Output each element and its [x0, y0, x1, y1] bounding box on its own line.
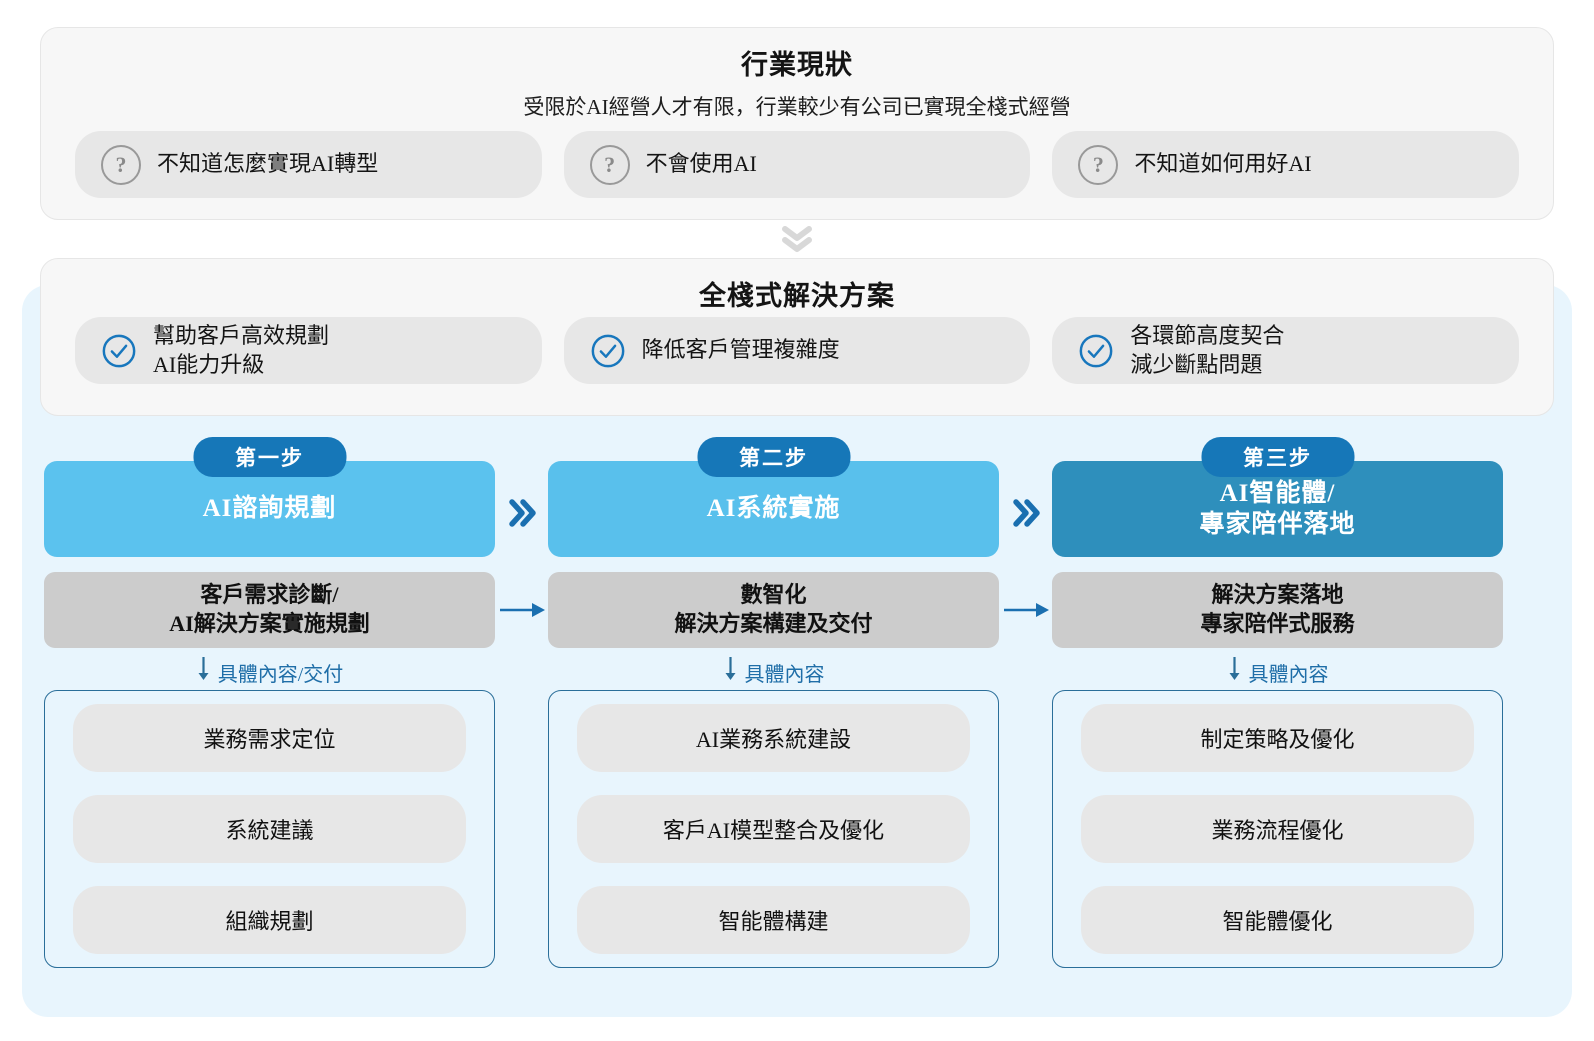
solution-title: 全棧式解決方案: [699, 281, 895, 311]
arrow-right-icon: [1001, 595, 1053, 625]
step-subtitle-line: 客戶需求診斷/: [200, 582, 339, 608]
step-header-line: AI智能體/: [1219, 479, 1336, 507]
double-chevron-right-icon: [1001, 493, 1053, 533]
detail-label-text: 具體內容: [1248, 663, 1329, 686]
benefit-line: 各環節高度契合: [1130, 323, 1285, 349]
question-mark-icon: ?: [101, 144, 141, 185]
step-subtitle-line: 解決方案構建及交付: [674, 611, 873, 636]
double-chevron-right-icon: [497, 493, 549, 533]
solution-benefit-item[interactable]: 降低客戶管理複雜度: [563, 317, 1031, 384]
detail-box-2: AI業務系統建設 客戶AI模型整合及優化 智能體構建: [548, 690, 999, 968]
benefit-line: AI能力升級: [153, 351, 265, 377]
detail-item[interactable]: 系統建議: [73, 795, 466, 863]
step-subtitle-line: 專家陪伴式服務: [1200, 611, 1355, 636]
step-subtitle-line: 數智化: [740, 582, 807, 608]
double-chevron-down-icon: [0, 224, 1594, 256]
industry-title: 行業現狀: [741, 50, 853, 80]
detail-item[interactable]: 制定策略及優化: [1081, 704, 1474, 772]
industry-pain-point-item[interactable]: ? 不知道如何用好AI: [1052, 131, 1520, 198]
solution-benefit-label: 降低客戶管理複雜度: [642, 336, 840, 364]
benefit-line: 幫助客戶高效規劃: [153, 323, 330, 349]
detail-item[interactable]: 業務需求定位: [73, 704, 466, 772]
solution-benefit-item[interactable]: 幫助客戶高效規劃 AI能力升級: [75, 317, 542, 384]
detail-box-1: 業務需求定位 系統建議 組織規劃: [44, 690, 495, 968]
benefit-line: 減少斷點問題: [1130, 351, 1263, 377]
check-circle-icon: [101, 333, 137, 369]
industry-subtitle: 受限於AI經營人才有限，行業較少有公司已實現全棧式經營: [523, 95, 1071, 119]
step-subtitle-line: 解決方案落地: [1211, 582, 1344, 608]
arrow-down-icon: [1227, 656, 1242, 688]
process-steps-container: 第一步 AI諮詢規劃 客戶需求診斷/ AI解決方案實施規劃 具體內容/交付 業務…: [44, 437, 1550, 987]
check-circle-icon: [1078, 333, 1114, 369]
industry-pain-point-label: 不知道如何用好AI: [1134, 150, 1311, 178]
process-step-column-3: 第三步 AI智能體/ 專家陪伴落地 解決方案落地 專家陪伴式服務 具體內容 制定…: [1052, 437, 1503, 987]
check-circle-icon: [590, 333, 626, 369]
step-badge-2: 第二步: [697, 437, 850, 477]
process-step-column-2: 第二步 AI系統實施 數智化 解決方案構建及交付 具體內容 AI業務系統建設 客…: [548, 437, 999, 987]
detail-label-text: 具體內容/交付: [217, 663, 344, 686]
solution-benefit-item[interactable]: 各環節高度契合 減少斷點問題: [1052, 317, 1520, 384]
detail-label-3: 具體內容: [1052, 656, 1503, 688]
step-subtitle-2: 數智化 解決方案構建及交付: [548, 572, 999, 648]
step-header-line: AI諮詢規劃: [202, 495, 337, 523]
benefit-line: 降低客戶管理複雜度: [641, 337, 840, 363]
detail-item[interactable]: 智能體優化: [1081, 886, 1474, 954]
detail-item[interactable]: 組織規劃: [73, 886, 466, 954]
detail-item[interactable]: 智能體構建: [577, 886, 970, 954]
process-step-column-1: 第一步 AI諮詢規劃 客戶需求診斷/ AI解決方案實施規劃 具體內容/交付 業務…: [44, 437, 495, 987]
step-badge-3: 第三步: [1201, 437, 1354, 477]
step-subtitle-1: 客戶需求診斷/ AI解決方案實施規劃: [44, 572, 495, 648]
detail-item[interactable]: 客戶AI模型整合及優化: [577, 795, 970, 863]
detail-box-3: 制定策略及優化 業務流程優化 智能體優化: [1052, 690, 1503, 968]
industry-pain-point-item[interactable]: ? 不會使用AI: [563, 131, 1031, 198]
question-mark-icon: ?: [589, 144, 630, 185]
question-mark-icon: ?: [1078, 144, 1119, 185]
industry-pain-point-label: 不會使用AI: [646, 150, 757, 178]
step-badge-1: 第一步: [193, 437, 346, 477]
step-header-line: AI系統實施: [706, 495, 841, 523]
step-header-1[interactable]: AI諮詢規劃: [44, 461, 495, 557]
detail-label-2: 具體內容: [548, 656, 999, 688]
detail-item[interactable]: AI業務系統建設: [577, 704, 970, 772]
pain-point-line: 不知道如何用好AI: [1134, 151, 1312, 177]
full-stack-solution-card: 全棧式解決方案 幫助客戶高效規劃 AI能力升級 降低: [40, 258, 1554, 416]
step-subtitle-line: AI解決方案實施規劃: [169, 611, 370, 636]
arrow-right-icon: [497, 595, 549, 625]
pain-point-line: 不知道怎麼實現AI轉型: [157, 151, 379, 177]
detail-label-text: 具體內容: [744, 663, 825, 686]
arrow-down-icon: [196, 656, 211, 688]
step-subtitle-3: 解決方案落地 專家陪伴式服務: [1052, 572, 1503, 648]
detail-label-1: 具體內容/交付: [44, 656, 495, 688]
solution-benefit-list: 幫助客戶高效規劃 AI能力升級 降低客戶管理複雜度: [75, 317, 1520, 384]
pain-point-line: 不會使用AI: [645, 151, 757, 177]
step-header-3[interactable]: AI智能體/ 專家陪伴落地: [1052, 461, 1503, 557]
industry-pain-point-item[interactable]: ? 不知道怎麼實現AI轉型: [75, 131, 542, 198]
solution-benefit-label: 幫助客戶高效規劃 AI能力升級: [153, 322, 329, 378]
arrow-down-icon: [723, 656, 738, 688]
industry-status-card: 行業現狀 受限於AI經營人才有限，行業較少有公司已實現全棧式經營 ? 不知道怎麼…: [40, 27, 1554, 220]
detail-item[interactable]: 業務流程優化: [1081, 795, 1474, 863]
step-header-2[interactable]: AI系統實施: [548, 461, 999, 557]
industry-pain-point-list: ? 不知道怎麼實現AI轉型 ? 不會使用AI ? 不知道如何用好AI: [75, 131, 1520, 198]
industry-pain-point-label: 不知道怎麼實現AI轉型: [157, 150, 378, 178]
solution-benefit-label: 各環節高度契合 減少斷點問題: [1130, 322, 1284, 378]
step-header-line: 專家陪伴落地: [1199, 511, 1356, 538]
